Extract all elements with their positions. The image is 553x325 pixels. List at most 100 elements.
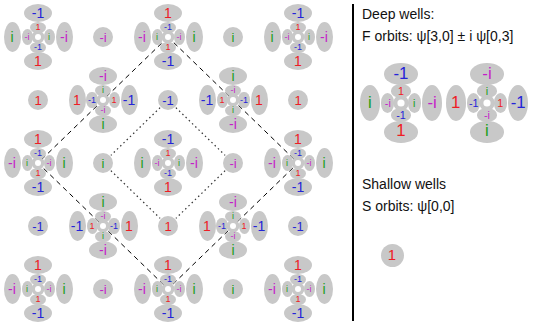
phase-label: -i: [99, 69, 107, 83]
phase-label: i: [308, 33, 310, 42]
orbital-lobe: -1: [24, 178, 52, 196]
dotted-connector: [111, 108, 160, 156]
orbital-lobe: i: [316, 148, 333, 178]
orbital-lobe: i: [477, 84, 496, 97]
orbital-lobe: -i: [219, 115, 247, 133]
phase-label: i: [26, 285, 28, 294]
phase-label: -i: [47, 159, 52, 168]
orbital-lobe: -1: [69, 211, 86, 241]
phase-label: 1: [451, 95, 460, 112]
phase-label: 1: [34, 132, 42, 146]
orbital-lobe: 1: [381, 244, 404, 267]
phase-label: 1: [164, 6, 172, 20]
phase-label: -i: [229, 195, 237, 209]
orbital-lobe: -1: [28, 216, 48, 236]
phase-label: -i: [190, 156, 198, 170]
phase-label: i: [192, 30, 195, 44]
orbital-lobe: i: [223, 279, 243, 299]
phase-label: -1: [162, 94, 174, 107]
phase-label: i: [231, 69, 234, 83]
phase-label: -1: [294, 149, 302, 158]
phase-label: -1: [240, 96, 248, 105]
orbital-lobe: 1: [284, 52, 312, 70]
phase-label: i: [102, 232, 104, 241]
orbital-lobe: i: [304, 29, 315, 45]
phase-label: -1: [32, 6, 44, 20]
phase-label: 1: [125, 219, 133, 233]
orbital-lobe: i: [4, 22, 21, 52]
phase-label: i: [231, 243, 234, 257]
legend-text: F orbits: ψ[3,0] ± i ψ[0,3]: [362, 28, 513, 45]
phase-label: -1: [32, 306, 44, 320]
phase-label: i: [62, 156, 65, 170]
phase-label: i: [286, 159, 288, 168]
phase-label: -1: [34, 43, 42, 52]
phase-label: 1: [111, 96, 116, 105]
orbital-lobe: i: [223, 27, 243, 47]
orbital-lobe: -1: [24, 4, 52, 22]
orbital-lobe: 1: [288, 90, 308, 110]
orbital-lobe: -i: [93, 27, 113, 47]
phase-label: -i: [482, 66, 491, 83]
orbital-lobe: -i: [174, 281, 185, 297]
phase-label: -i: [268, 282, 276, 296]
well-centers: [32, 31, 495, 296]
orbital-lobe: i: [89, 193, 117, 211]
phase-label: -i: [229, 117, 237, 131]
well-center: [295, 160, 301, 166]
orbital-lobe: -i: [477, 108, 496, 121]
orbital-lobe: -i: [4, 274, 21, 304]
phase-label: 1: [164, 220, 171, 233]
phase-label: -i: [60, 30, 68, 44]
orbital-lobe: 1: [284, 130, 312, 148]
orbital-lobe: i: [282, 155, 293, 171]
orbital-lobe: -1: [251, 211, 268, 241]
orbital-lobe: -1: [121, 85, 138, 115]
orbital-lobe: i: [56, 274, 73, 304]
orbital-lobe: -1: [154, 130, 182, 148]
phase-label: -i: [99, 283, 106, 296]
orbital-lobe: 1: [199, 211, 216, 241]
phase-label: -i: [99, 31, 106, 44]
phase-label: -1: [162, 54, 174, 68]
well-center: [230, 223, 236, 229]
orbital-lobe: -1: [384, 63, 418, 85]
orbital-lobe: -i: [4, 148, 21, 178]
orbital-lobe: -1: [508, 85, 528, 121]
phase-label: 1: [294, 94, 301, 107]
phase-label: -i: [268, 156, 276, 170]
phase-label: -1: [292, 306, 304, 320]
dotted-connector: [176, 108, 225, 156]
orbital-lobe: -i: [304, 155, 315, 171]
phase-label: -i: [177, 33, 182, 42]
orbital-lobe: i: [44, 29, 55, 45]
phase-label: 1: [203, 219, 211, 233]
well-center: [397, 99, 404, 106]
orbital-lobe: -i: [470, 63, 504, 85]
phase-label: -i: [229, 157, 236, 170]
orbital-lobe: 1: [28, 90, 48, 110]
orbital-lobe: i: [470, 121, 504, 143]
phase-label: i: [368, 95, 372, 112]
phase-label: 1: [34, 258, 42, 272]
phase-label: 1: [398, 86, 404, 97]
orbital-lobe: i: [95, 231, 111, 242]
orbital-lobe: 1: [30, 168, 46, 179]
dotted-connector: [111, 171, 160, 219]
phase-label: -i: [285, 33, 290, 42]
phase-label: -i: [25, 33, 30, 42]
phase-label: -1: [162, 306, 174, 320]
orbital-lobe: i: [186, 22, 203, 52]
phase-label: -1: [164, 23, 172, 32]
well-center: [35, 34, 41, 40]
orbital-lobe: 1: [290, 22, 306, 33]
well-center: [35, 160, 41, 166]
orbital-lobe: 1: [24, 256, 52, 274]
phase-label: -i: [8, 282, 16, 296]
phase-label: 1: [35, 169, 40, 178]
phase-label: i: [178, 159, 180, 168]
phase-label: -1: [292, 180, 304, 194]
phase-label: -i: [8, 156, 16, 170]
phase-label: i: [156, 285, 158, 294]
